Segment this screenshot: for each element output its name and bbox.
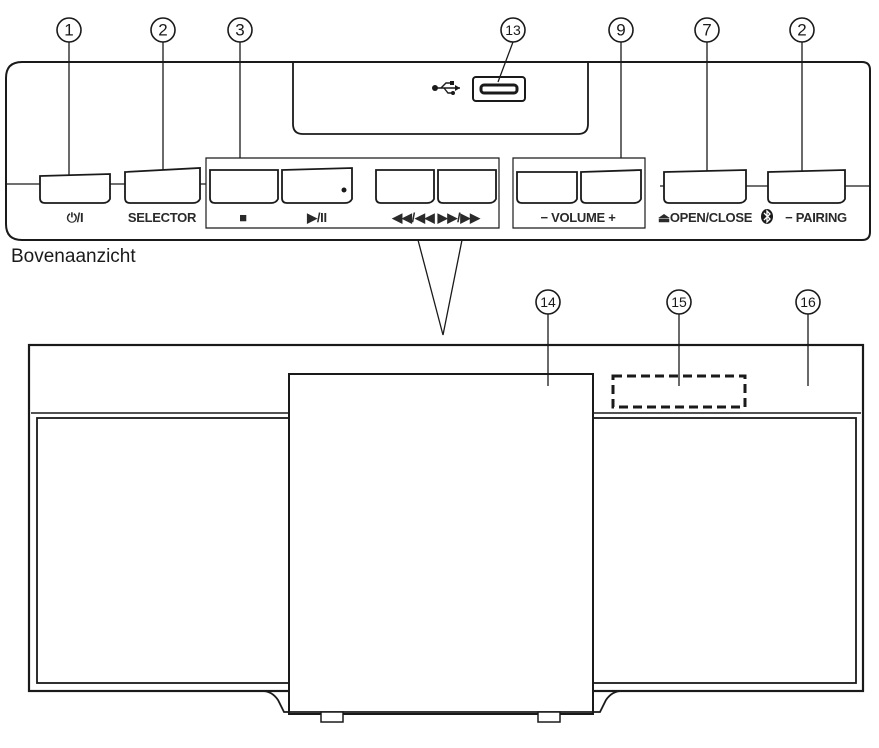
- view-indicator: [417, 239, 463, 336]
- play-pause-button: [281, 167, 353, 204]
- bluetooth-icon: [761, 209, 773, 224]
- usb-port: [472, 76, 526, 102]
- base: [29, 690, 863, 723]
- top-panel: [5, 61, 871, 241]
- callout-16: 16: [795, 289, 821, 386]
- svg-text:14: 14: [540, 294, 556, 310]
- top-leader-lines: [68, 41, 803, 176]
- svg-text:1: 1: [64, 21, 73, 40]
- display-window: [611, 374, 747, 409]
- svg-text:15: 15: [671, 294, 687, 310]
- callout-15: 15: [666, 289, 692, 386]
- stop-button: [209, 169, 279, 204]
- selector-label: SELECTOR: [128, 210, 197, 225]
- top-view-caption: Bovenaanzicht: [11, 246, 136, 267]
- callout-3: 3: [227, 17, 253, 43]
- power-label: ⏻/I: [67, 210, 84, 225]
- svg-text:13: 13: [505, 22, 521, 38]
- volume-label: − VOLUME +: [540, 210, 616, 225]
- power-button: [39, 173, 111, 204]
- skip-forward-button: [437, 169, 497, 204]
- open-close-label: ⏏OPEN/CLOSE: [658, 210, 753, 225]
- callout-2a: 2: [150, 17, 176, 43]
- pairing-button: [767, 169, 846, 204]
- callout-14: 14: [535, 289, 561, 386]
- skip-back-button: [375, 169, 435, 204]
- playback-group-outline: [205, 157, 500, 229]
- callout-7: 7: [694, 17, 720, 43]
- svg-text:9: 9: [616, 21, 625, 40]
- volume-group-outline: [512, 157, 646, 229]
- volume-down-button: [516, 171, 578, 204]
- svg-text:2: 2: [797, 21, 806, 40]
- selector-button: [124, 167, 201, 204]
- usb-icon: [432, 81, 460, 95]
- svg-text:3: 3: [235, 21, 244, 40]
- svg-text:7: 7: [702, 21, 711, 40]
- pairing-label: − PAIRING: [785, 210, 847, 225]
- volume-up-button: [580, 169, 642, 204]
- svg-text:2: 2: [158, 21, 167, 40]
- skip-label: ◀◀/◀◀ ▶▶/▶▶: [391, 210, 481, 225]
- cd-lid: [288, 373, 594, 715]
- svg-text:16: 16: [800, 294, 816, 310]
- callout-9: 9: [608, 17, 634, 43]
- callout-13: 13: [500, 17, 526, 43]
- stop-label: ■: [239, 210, 247, 225]
- callout-2b: 2: [789, 17, 815, 43]
- open-close-button: [663, 169, 747, 204]
- callout-1: 1: [56, 17, 82, 43]
- play-pause-label: ▶/II: [306, 210, 327, 225]
